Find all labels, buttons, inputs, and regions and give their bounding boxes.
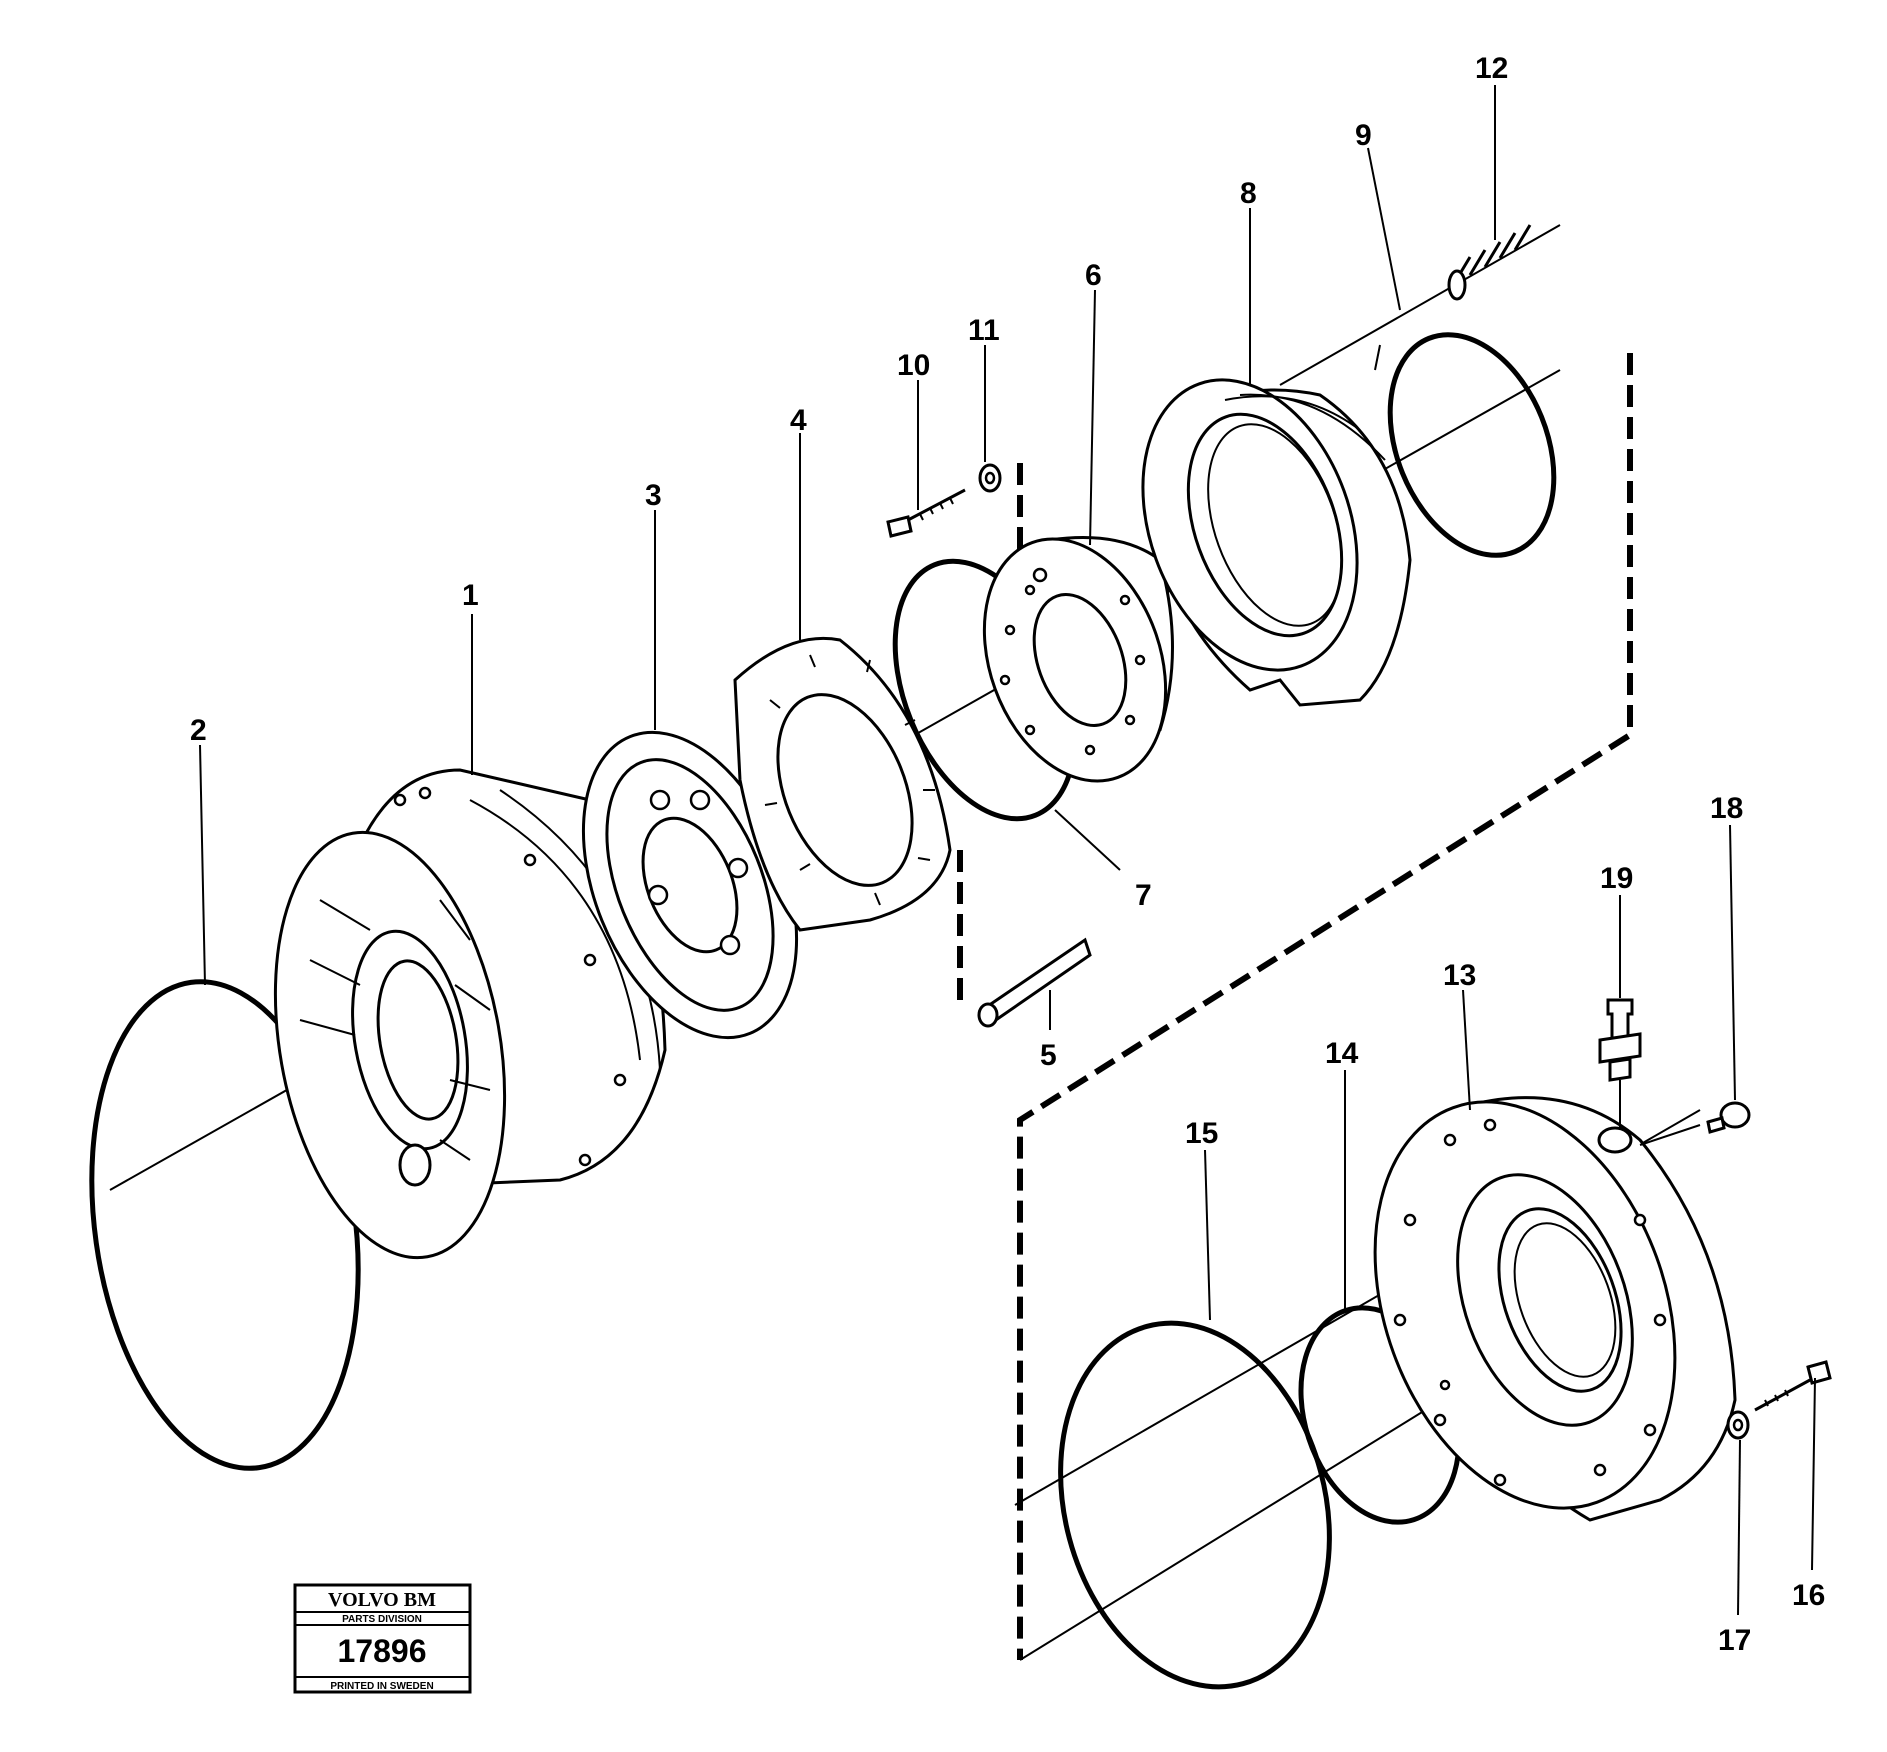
label-1: 1 <box>462 579 479 612</box>
label-18: 18 <box>1710 792 1743 825</box>
label-5: 5 <box>1040 1039 1057 1072</box>
label-11: 11 <box>968 314 1000 347</box>
label-14: 14 <box>1325 1037 1359 1070</box>
part-12-spring <box>1279 224 1561 386</box>
title-block-brand: VOLVO BM <box>328 1589 436 1611</box>
label-13: 13 <box>1443 959 1476 992</box>
part-13-cover <box>1373 1096 1737 1522</box>
dashed-group-bracket-upper <box>1017 353 1633 1660</box>
part-1-housing <box>273 768 667 1260</box>
part-11-washer <box>978 463 1002 493</box>
part-19-fitting <box>1598 998 1642 1130</box>
label-9: 9 <box>1355 119 1372 152</box>
label-10: 10 <box>897 349 930 382</box>
title-block-printed: PRINTED IN SWEDEN <box>330 1681 433 1692</box>
part-5-pin <box>977 937 1092 1028</box>
label-12: 12 <box>1475 52 1508 85</box>
title-block-division: PARTS DIVISION <box>342 1614 422 1625</box>
label-4: 4 <box>790 404 807 437</box>
leader-lines <box>199 85 1816 1616</box>
label-2: 2 <box>190 714 207 747</box>
part-17-washer <box>1726 1410 1750 1440</box>
part-10-bolt <box>886 488 966 538</box>
part-6-piston <box>982 536 1174 783</box>
title-block-number: 17896 <box>338 1633 427 1669</box>
label-3: 3 <box>645 479 662 512</box>
part-15-o-ring <box>1058 1320 1332 1690</box>
label-16: 16 <box>1792 1579 1825 1612</box>
label-7: 7 <box>1135 879 1152 912</box>
label-19: 19 <box>1600 862 1633 895</box>
label-8: 8 <box>1240 177 1257 210</box>
part-8-cylinder <box>1141 378 1412 707</box>
part-18-plug <box>1639 1101 1751 1146</box>
label-17: 17 <box>1718 1624 1751 1657</box>
part-16-bolt <box>1754 1360 1832 1412</box>
title-block: VOLVO BM PARTS DIVISION 17896 PRINTED IN… <box>293 1583 472 1694</box>
part-9-o-ring <box>1387 332 1557 558</box>
label-6: 6 <box>1085 259 1102 292</box>
label-15: 15 <box>1185 1117 1218 1150</box>
